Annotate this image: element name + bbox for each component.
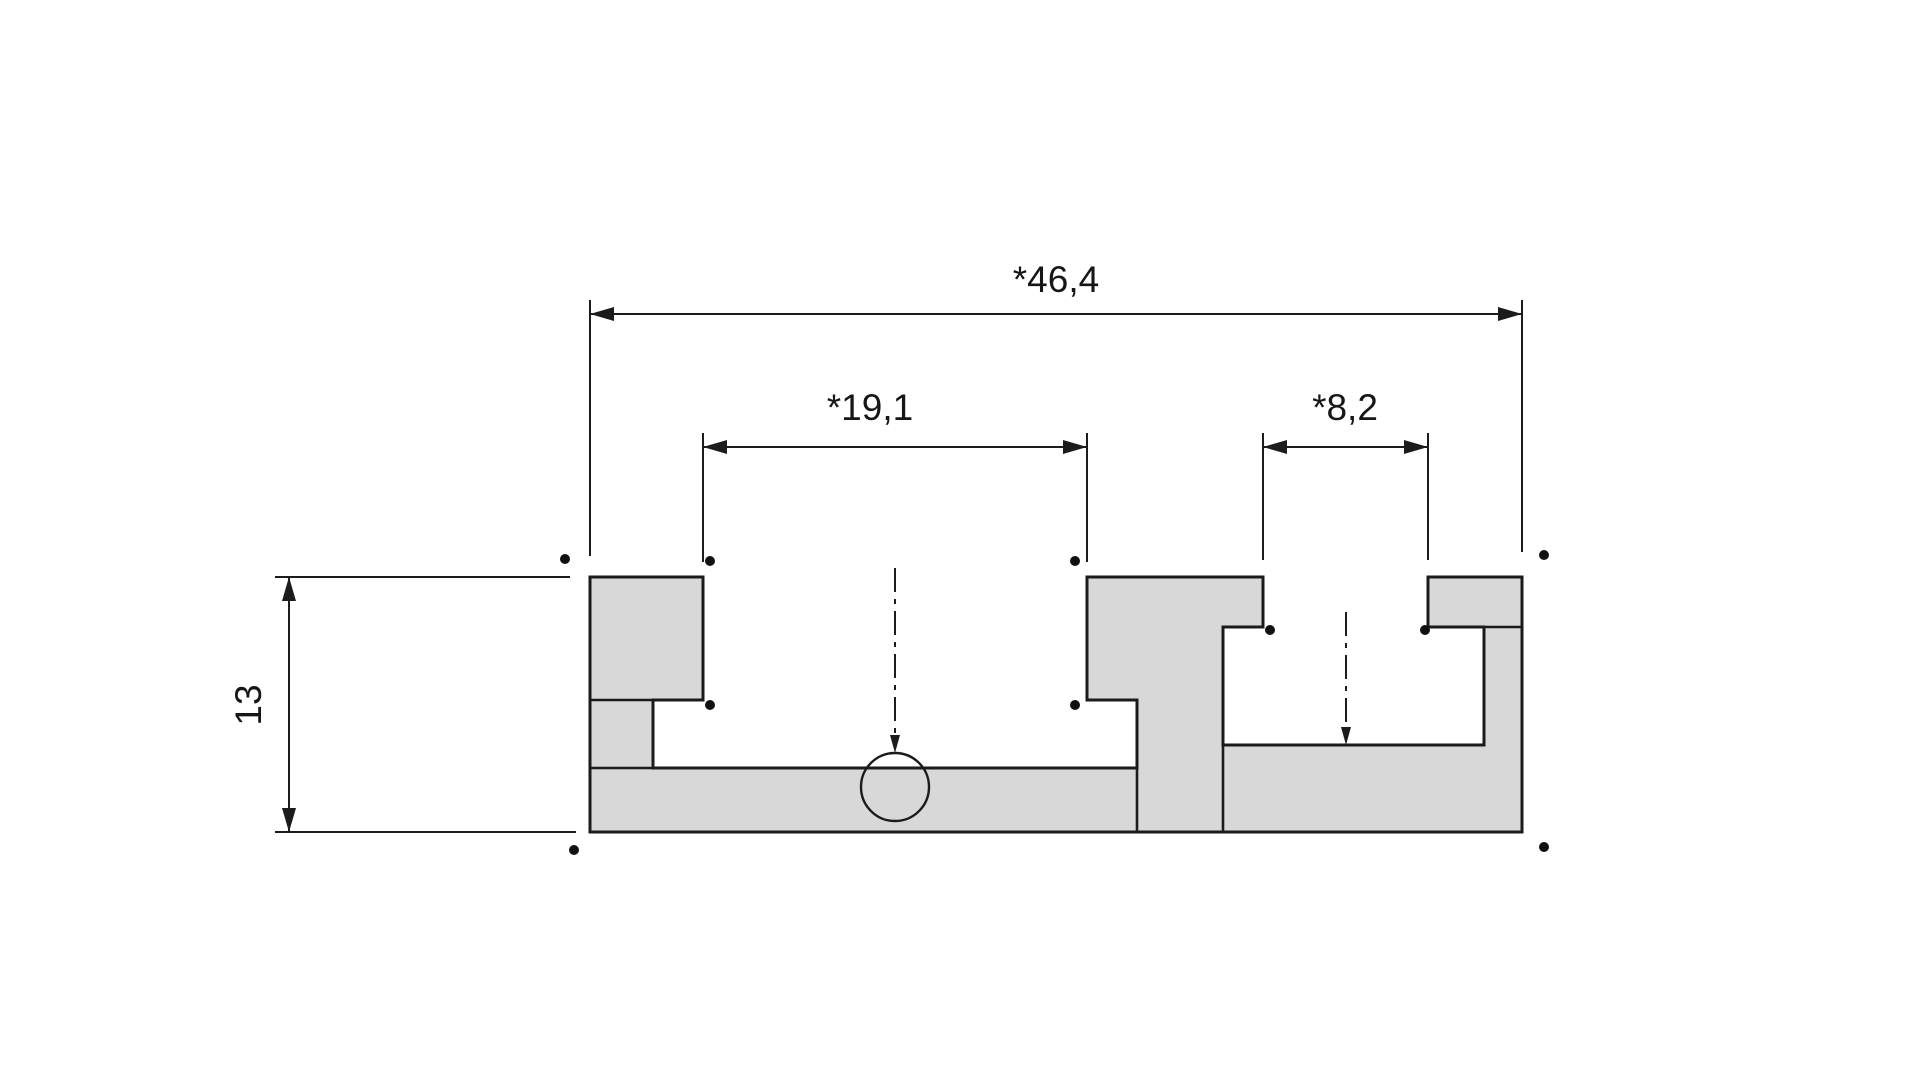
dimension-overall-width: *46,4: [589, 259, 1523, 556]
dimension-label-overall-width: *46,4: [1013, 259, 1099, 300]
dimension-right-slot-width: *8,2: [1262, 387, 1429, 560]
dimension-arrow-icon: [590, 307, 614, 321]
centerlines: [859, 568, 1351, 823]
dimension-label-height: 13: [228, 684, 269, 725]
dimension-arrow-icon: [1404, 440, 1428, 454]
dimension-arrow-icon: [282, 577, 296, 601]
sketch-vertex-dot: [705, 556, 715, 566]
dimension-arrow-icon: [1263, 440, 1287, 454]
sketch-vertex-dot: [1539, 842, 1549, 852]
centerline-arrow-icon: [1341, 727, 1351, 745]
sketch-vertex-dot: [1070, 556, 1080, 566]
datum-circle: [859, 751, 931, 823]
sketch-vertex-dot: [705, 700, 715, 710]
sketch-vertex-dot: [560, 554, 570, 564]
profile-outline: [588, 575, 1524, 834]
dimension-height: 13: [228, 576, 576, 833]
profile: [588, 575, 1524, 834]
sketch-points: [560, 550, 1549, 855]
sketch-vertex-dot: [569, 845, 579, 855]
dimension-label-left-slot-width: *19,1: [827, 387, 913, 428]
dimension-label-right-slot-width: *8,2: [1312, 387, 1378, 428]
dimension-left-slot-width: *19,1: [702, 387, 1088, 562]
dimension-arrow-icon: [703, 440, 727, 454]
dimension-arrow-icon: [1498, 307, 1522, 321]
sketch-vertex-dot: [1420, 625, 1430, 635]
dimension-arrow-icon: [282, 808, 296, 832]
sketch-vertex-dot: [1539, 550, 1549, 560]
centerline-arrow-icon: [890, 735, 900, 753]
sketch-vertex-dot: [1070, 700, 1080, 710]
sketch-vertex-dot: [1265, 625, 1275, 635]
dimension-arrow-icon: [1063, 440, 1087, 454]
